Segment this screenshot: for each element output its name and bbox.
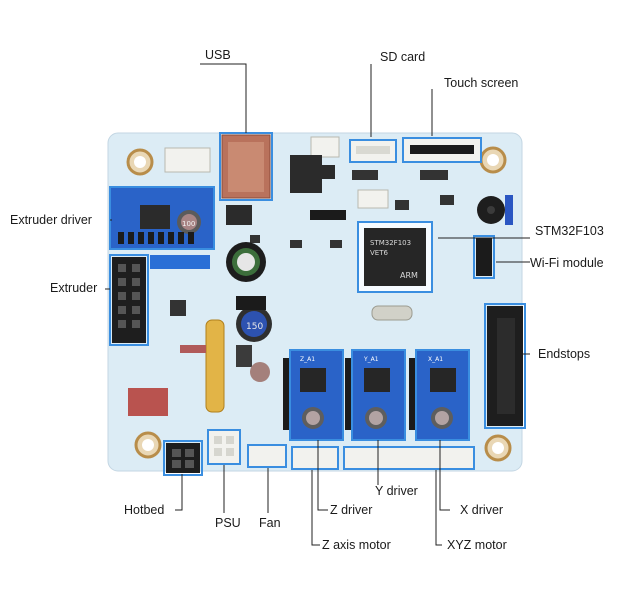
label-wifi-module: Wi-Fi module — [530, 256, 604, 270]
wifi-header — [473, 235, 495, 279]
label-z-driver: Z driver — [330, 503, 373, 517]
label-psu: PSU — [215, 516, 241, 530]
extruder-driver-module: 100 — [109, 186, 215, 250]
label-extruder-driver: Extruder driver — [10, 213, 92, 227]
endstops-header — [484, 303, 526, 429]
label-fan: Fan — [259, 516, 281, 530]
label-usb: USB — [205, 48, 231, 62]
svg-text:Y_A1: Y_A1 — [363, 356, 379, 363]
svg-text:STM32F103: STM32F103 — [370, 239, 411, 247]
svg-text:ARM: ARM — [400, 271, 418, 280]
z-motor-connector — [291, 446, 339, 470]
extruder-connector — [109, 254, 149, 346]
stm32-chip: STM32F103 VET6 ARM — [357, 221, 433, 293]
driver-y: Y_A1 — [351, 349, 406, 441]
label-extruder: Extruder — [50, 281, 98, 295]
label-touch-screen: Touch screen — [444, 76, 519, 90]
fan-connector — [247, 444, 287, 468]
usb-connector — [219, 132, 273, 201]
label-sd-card: SD card — [380, 50, 426, 64]
leader-lines — [105, 63, 530, 546]
svg-text:150: 150 — [246, 322, 263, 332]
fuse — [205, 319, 225, 413]
hotbed-connector — [163, 440, 203, 476]
label-xyz-motor: XYZ motor — [447, 538, 507, 552]
label-hotbed: Hotbed — [124, 503, 165, 517]
psu-connector — [207, 429, 241, 465]
cap-mark: 100 — [182, 220, 195, 228]
driver-z: Z_A1 — [289, 349, 344, 441]
label-stm32: STM32F103 — [535, 224, 604, 238]
label-y-driver: Y driver — [375, 484, 418, 498]
svg-text:X_A1: X_A1 — [428, 356, 443, 363]
label-endstops: Endstops — [538, 347, 591, 361]
xyz-motor-connector — [343, 446, 475, 470]
driver-x: X_A1 — [415, 349, 470, 441]
mounting-holes — [126, 146, 512, 462]
label-z-axis-motor: Z axis motor — [322, 538, 391, 552]
svg-text:VET6: VET6 — [370, 249, 388, 257]
label-x-driver: X driver — [460, 503, 504, 517]
svg-text:Z_A1: Z_A1 — [300, 356, 315, 363]
top-left-connector — [164, 147, 211, 173]
